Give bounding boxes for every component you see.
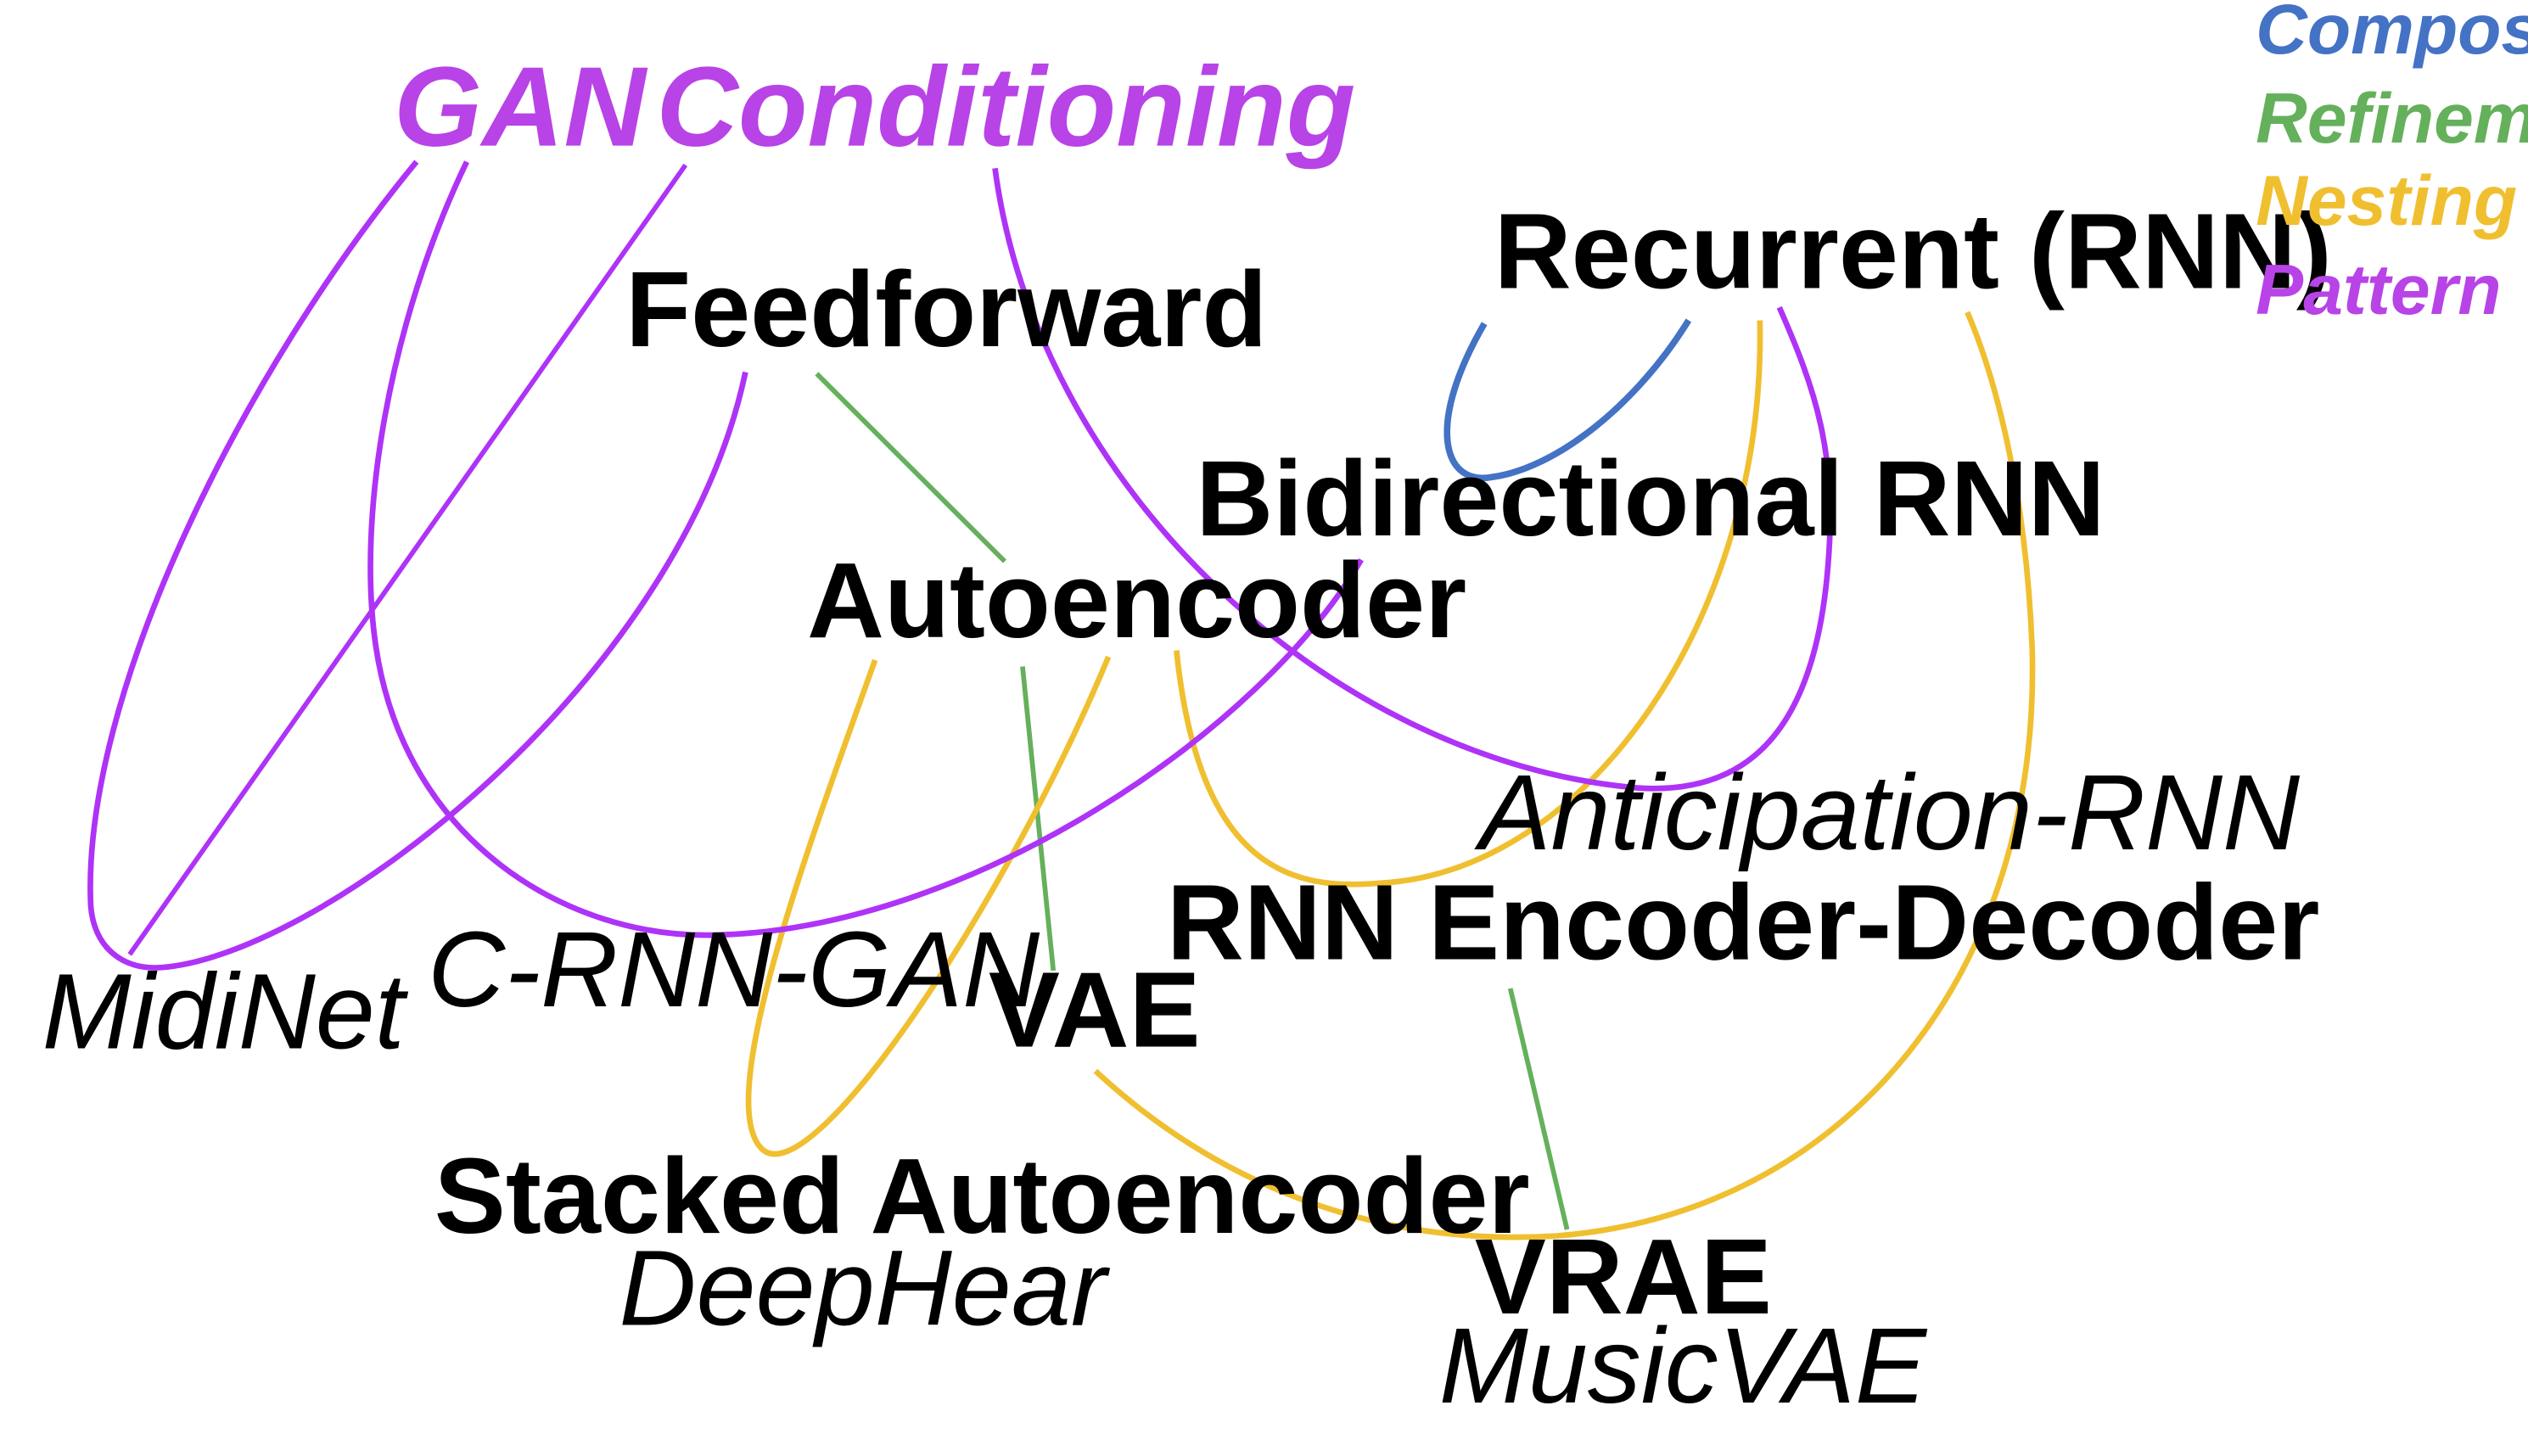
edge-refinement-feedforward-autoencoder [815, 372, 1006, 563]
system-midinet[interactable]: MidiNet [42, 952, 409, 1072]
node-feedforward[interactable]: Feedforward [625, 249, 1267, 369]
refinement-edges [815, 372, 1570, 1230]
pattern-labels: GAN Conditioning [394, 44, 1355, 171]
edge-composition-recurrent-bidirectional [1443, 318, 1692, 482]
edge-refinement-autoencoder-vae [1020, 666, 1057, 972]
pattern-conditioning: Conditioning [656, 44, 1355, 171]
node-bidirectional-rnn[interactable]: Bidirectional RNN [1196, 439, 2105, 558]
system-deephear[interactable]: DeepHear [619, 1229, 1110, 1348]
edge-nesting-autoencoder-stacked [745, 655, 1112, 1157]
node-vrae[interactable]: VRAE [1475, 1217, 1772, 1336]
node-stacked-autoencoder[interactable]: Stacked Autoencoder [434, 1136, 1530, 1256]
edge-refinement-encdec-vrae [1507, 988, 1570, 1230]
node-vae[interactable]: VAE [989, 950, 1201, 1070]
legend-pattern: Pattern [2256, 249, 2501, 329]
pattern-gan: GAN [394, 44, 648, 171]
edge-pattern-conditioning-midinet [127, 163, 688, 956]
node-recurrent[interactable]: Recurrent (RNN) [1494, 191, 2332, 311]
pattern-edges [87, 160, 1834, 971]
node-rnn-encoder-decoder[interactable]: RNN Encoder-Decoder [1167, 863, 2319, 983]
composition-edges [1443, 318, 1692, 482]
nesting-edges [745, 311, 2036, 1240]
system-labels: MidiNet C-RNN-GAN Anticipation-RNN DeepH… [42, 753, 2300, 1425]
edge-nesting-autoencoder-encdec [1174, 320, 1763, 888]
edge-pattern-conditioning-anticipation [992, 167, 1834, 792]
edge-nesting-vae-vrae [1093, 311, 2036, 1240]
legend-refinement: Refinement [2256, 78, 2528, 158]
legend-composition: Composition [2256, 0, 2528, 69]
system-musicvae[interactable]: MusicVAE [1439, 1306, 1928, 1425]
legend-nesting: Nesting [2256, 160, 2517, 240]
legend: Composition Refinement Nesting Pattern [2256, 0, 2528, 329]
edge-pattern-gan-midinet [87, 160, 748, 971]
edge-pattern-gan-crnngan [367, 160, 1364, 938]
node-autoencoder[interactable]: Autoencoder [807, 540, 1466, 660]
architecture-labels: Feedforward Recurrent (RNN) Bidirectiona… [434, 191, 2332, 1336]
system-c-rnn-gan[interactable]: C-RNN-GAN [428, 910, 1040, 1029]
system-anticipation-rnn[interactable]: Anticipation-RNN [1473, 753, 2300, 872]
